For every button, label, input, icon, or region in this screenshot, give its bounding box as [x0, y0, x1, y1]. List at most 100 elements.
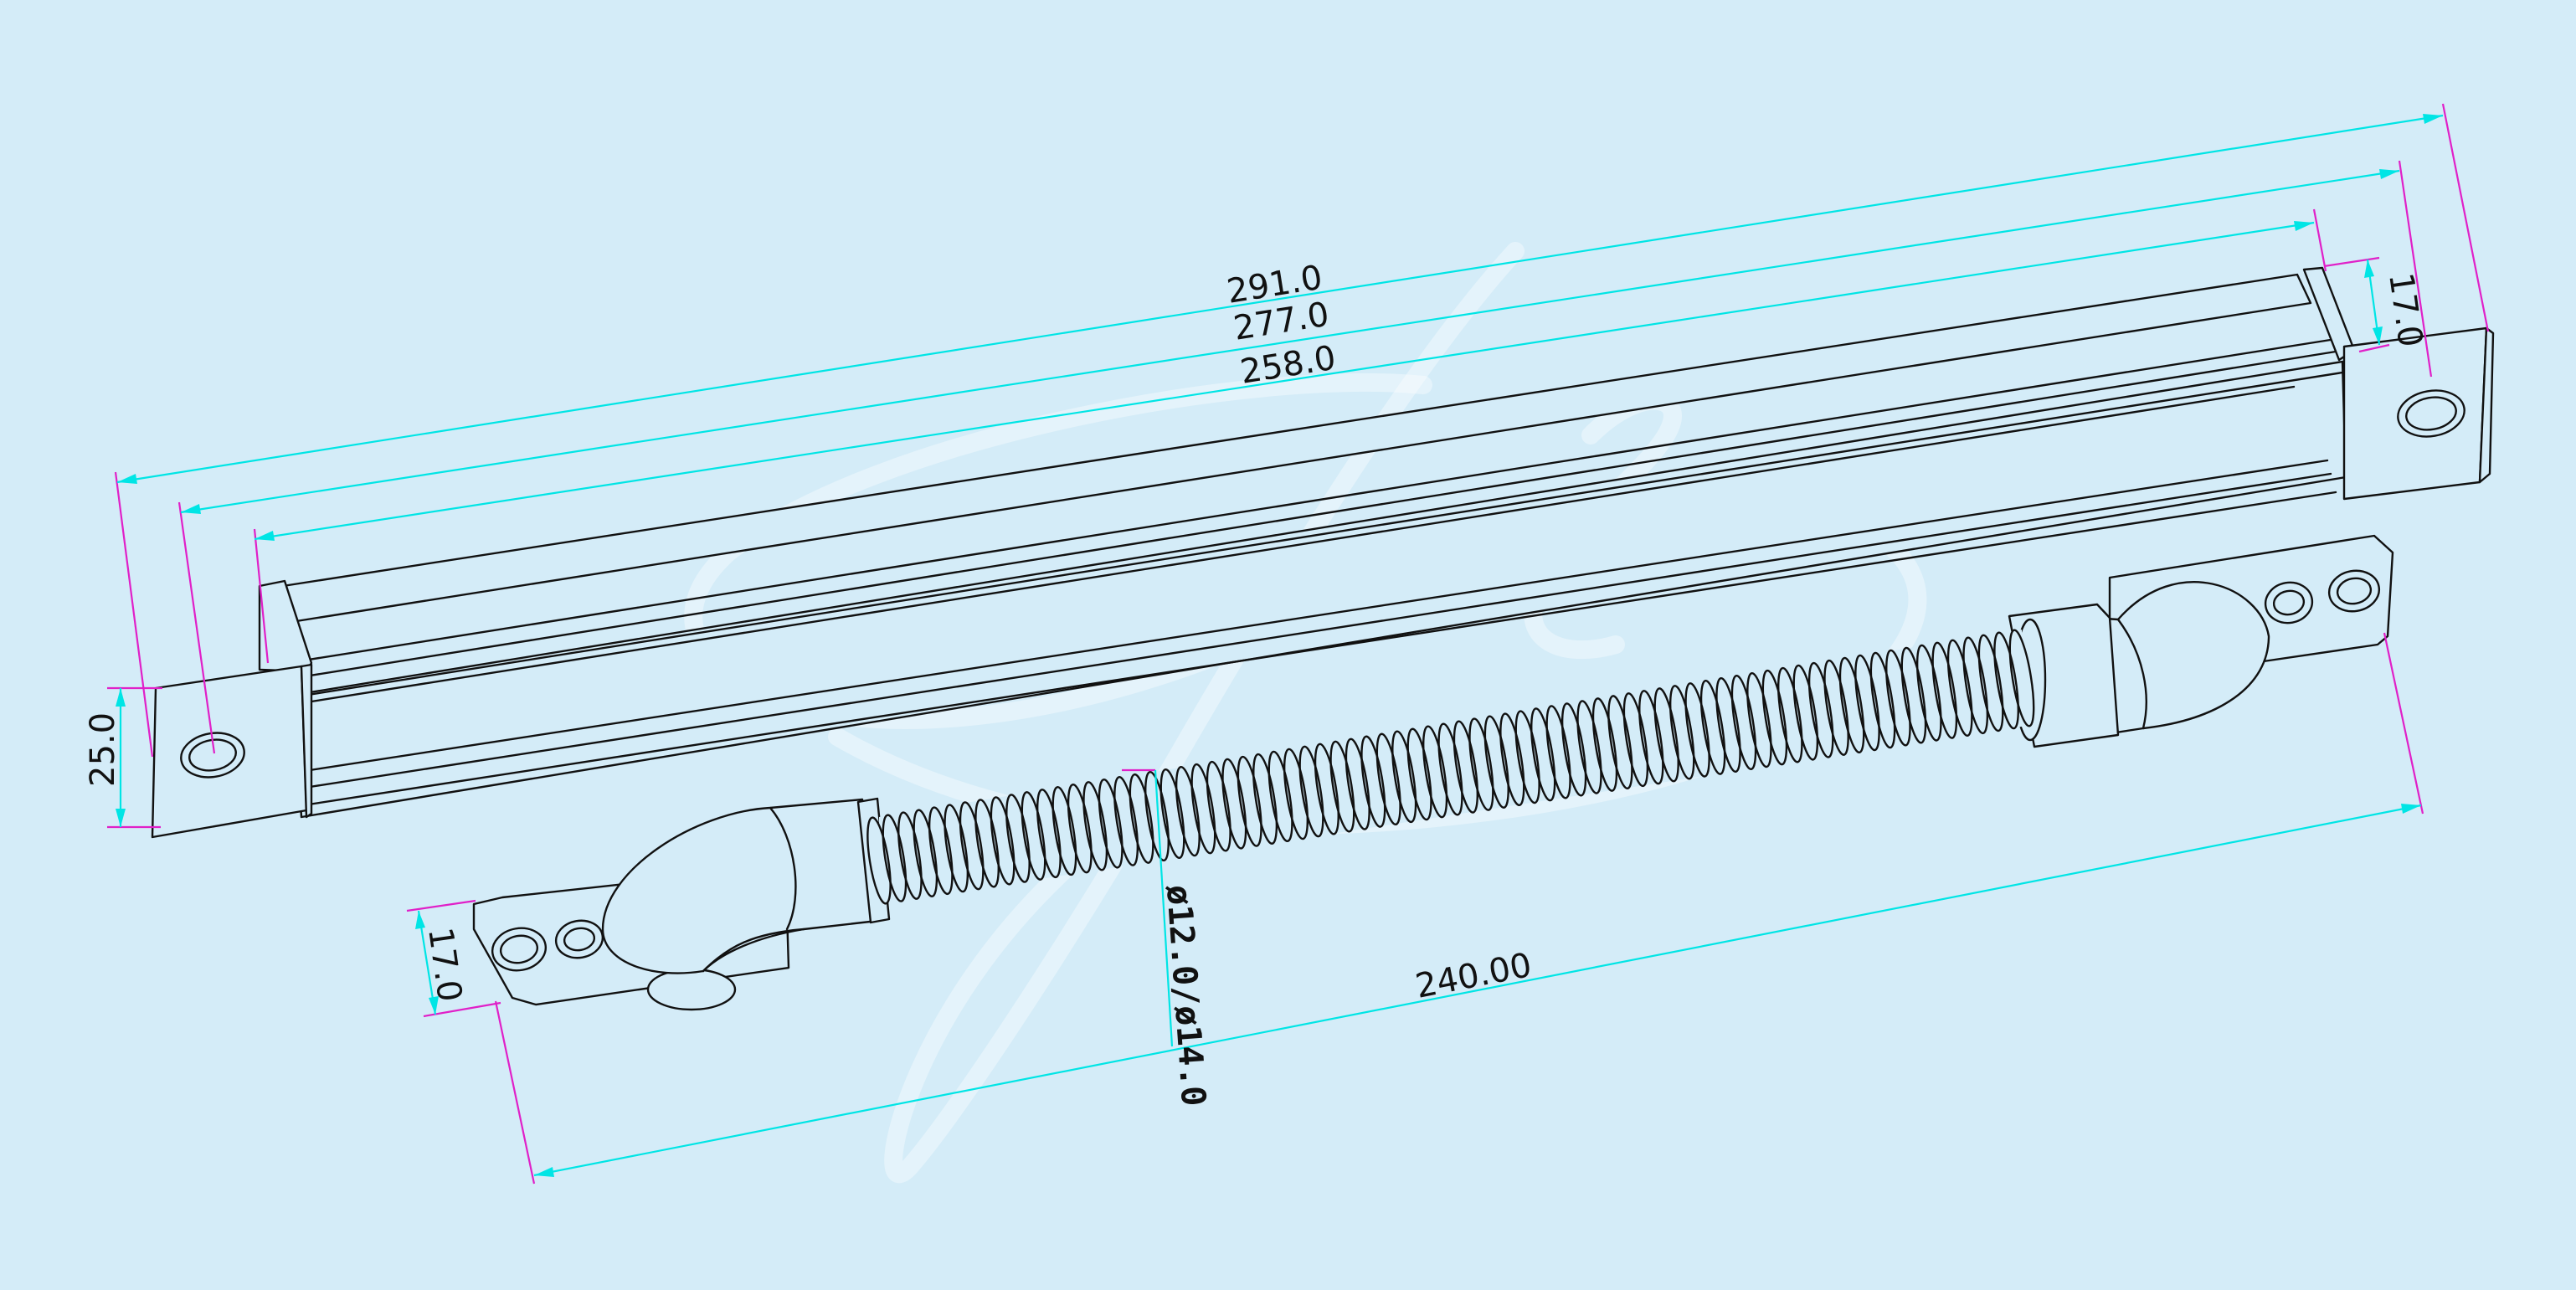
hose-rib	[1036, 789, 1062, 879]
hose-rib	[1206, 760, 1231, 852]
hose-rib	[1483, 715, 1509, 809]
hose-rib	[1422, 725, 1448, 819]
rail-right-hole	[2397, 389, 2465, 438]
hose-rib	[1067, 784, 1093, 874]
hose-rib	[1175, 765, 1201, 857]
hose-rib	[1668, 685, 1695, 780]
hose-rib	[1807, 661, 1834, 758]
hose-rib	[1129, 773, 1154, 864]
hose-rib	[959, 801, 985, 891]
hose-rib	[1576, 700, 1602, 794]
hose-rib	[1915, 644, 1942, 742]
extension-lines	[107, 103, 2490, 1185]
dim-line-hose	[1154, 769, 1174, 1047]
dimension-lines	[116, 114, 2444, 1177]
hose-rib	[1823, 659, 1849, 756]
hose-arm	[472, 534, 2394, 1011]
hose-rib	[1159, 768, 1185, 860]
hose-rib	[1792, 664, 1819, 761]
label-arm-end-width: 17.0	[420, 925, 469, 1005]
label-end-width: 17.0	[2381, 270, 2429, 350]
arm-right-hole-2	[2327, 569, 2381, 613]
hose-rib	[1144, 770, 1170, 862]
hose-rib	[1468, 717, 1494, 811]
hose-rib	[1051, 786, 1077, 876]
hose-rib	[1391, 730, 1417, 824]
label-hose-diameter: ø12.0/ø14.0	[1159, 883, 1212, 1107]
hose-rib	[1437, 722, 1463, 816]
hose-rib	[1530, 707, 1556, 802]
hose-rib	[1113, 776, 1139, 866]
hose-rib	[1977, 634, 2004, 732]
rail-left-plate	[151, 665, 308, 839]
hose-rib	[1653, 687, 1679, 783]
arm-left-elbow	[601, 798, 879, 974]
rail-left-hole	[180, 732, 245, 779]
hose-rib	[1298, 745, 1324, 838]
hose-rib	[1345, 738, 1370, 830]
hose-rib	[1730, 674, 1757, 771]
dim-line-291	[116, 114, 2444, 484]
hose-rib	[928, 806, 954, 896]
hose-rib	[1561, 702, 1587, 797]
hose-rib	[1715, 676, 1741, 773]
arm-left-hole-1	[491, 927, 548, 972]
hose-rib	[1746, 671, 1772, 768]
hose-rib	[1545, 705, 1571, 799]
hose-rib	[1329, 740, 1355, 833]
hose-rib	[1684, 682, 1710, 778]
hose-rib	[944, 804, 969, 893]
hose-rib	[897, 811, 923, 900]
hose-rib	[1021, 791, 1046, 881]
hose-rib	[1900, 646, 1927, 744]
hose-rib	[2008, 629, 2035, 727]
hose-rib	[1638, 690, 1664, 785]
hose-rib	[1453, 720, 1479, 814]
hose-rib	[1777, 666, 1803, 763]
label-height: 25.0	[84, 712, 122, 787]
arm-left-foot	[646, 968, 737, 1011]
hose-rib	[1607, 695, 1633, 790]
hose-body	[879, 630, 2022, 904]
dim-line-277	[180, 169, 2400, 514]
hose-rib	[1514, 710, 1540, 804]
hose-rib	[1267, 750, 1293, 843]
hose-rib	[1499, 712, 1525, 807]
hose-rib	[1962, 636, 1989, 735]
hose-rib	[1221, 758, 1247, 850]
hose-rib	[1993, 631, 2019, 730]
hose-rib	[974, 799, 1000, 888]
hose-rib	[1360, 735, 1386, 828]
label-arm-length: 240.00	[1412, 946, 1535, 1006]
vent-rail	[151, 266, 2495, 839]
hose-rib	[1406, 727, 1432, 821]
hose-rib	[1237, 755, 1262, 847]
flexible-hose	[866, 629, 2035, 905]
hose-rib	[990, 796, 1015, 886]
hose-rib	[866, 816, 892, 905]
hose-rib	[1098, 779, 1123, 869]
hose-rib	[1375, 732, 1401, 826]
hose-rib	[1005, 794, 1031, 883]
hose-rib	[1622, 692, 1649, 788]
arm-right-hole-1	[2264, 581, 2314, 624]
hose-rib	[1082, 781, 1108, 871]
hose-rib	[1283, 748, 1309, 840]
hose-rib	[1699, 679, 1726, 775]
hose-rib	[1854, 654, 1880, 752]
hose-rib	[1946, 639, 1973, 738]
hose-rib	[1190, 763, 1216, 855]
hose-rib	[1591, 697, 1618, 792]
dim-line-240	[533, 804, 2422, 1177]
hose-rib	[913, 809, 938, 897]
hose-rib	[1885, 649, 1911, 747]
hose-rib	[882, 814, 908, 902]
hose-rib	[1761, 669, 1788, 766]
hose-rib	[1931, 641, 1958, 739]
hose-rib	[1252, 753, 1278, 845]
hose-rib	[1838, 656, 1865, 754]
dim-line-258	[254, 221, 2315, 541]
hose-rib	[1869, 651, 1896, 749]
hose-rib	[1314, 743, 1339, 835]
